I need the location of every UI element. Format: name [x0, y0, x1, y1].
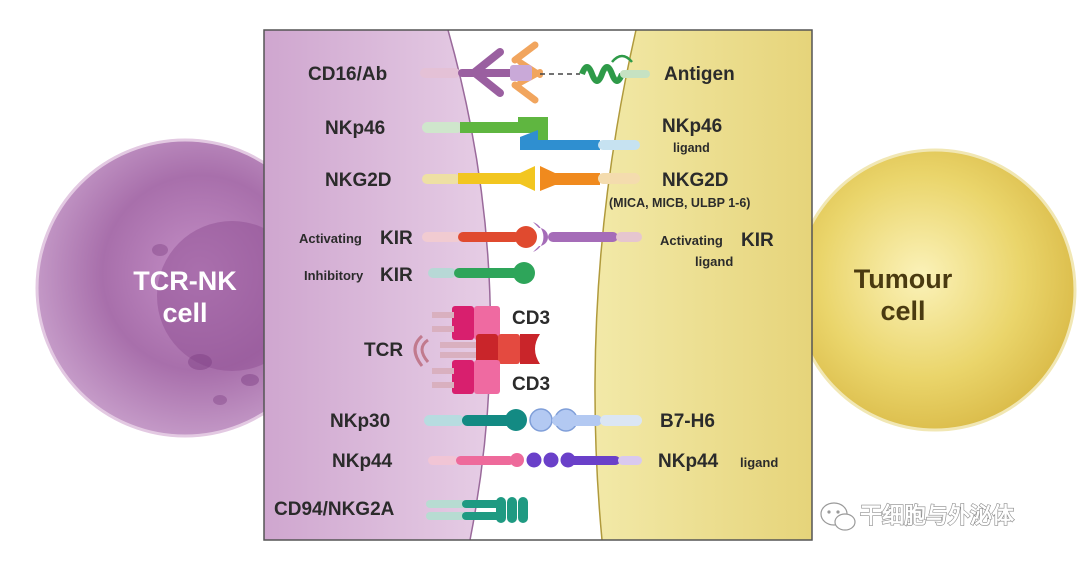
tcr-label: TCR — [364, 340, 403, 361]
nkp30-b7h6-pair — [424, 408, 642, 432]
cd16-label: CD16/Ab — [308, 64, 387, 85]
activating-kir-pair — [422, 222, 642, 252]
nkp44-ligand-sub: ligand — [740, 455, 778, 470]
synapse-panel — [263, 29, 813, 541]
nkg2d-label: NKG2D — [325, 170, 392, 191]
nkp46-ligand-sub: ligand — [673, 141, 710, 155]
tumour-cell: Tumour cell — [793, 148, 1077, 432]
watermark-text: 干细胞与外泌体 — [860, 503, 1015, 529]
nkp46-pair — [422, 117, 640, 150]
nkp30-label: NKp30 — [330, 411, 390, 432]
tcr-cd3-complex — [413, 306, 540, 394]
cd16-antibody-pair — [420, 41, 650, 104]
nkg2d-ligand-sub: (MICA, MICB, ULBP 1-6) — [609, 196, 750, 210]
inhibitory-kir-prefix: Inhibitory — [304, 268, 364, 283]
nkg2d-pair — [422, 166, 640, 191]
nkp46-ligand-label: NKp46 — [662, 116, 722, 137]
tumour-cell-label-line1: Tumour — [854, 264, 953, 294]
activating-kir-label: KIR — [380, 228, 413, 249]
nkg2d-ligand-label: NKG2D — [662, 170, 729, 191]
wechat-icon — [820, 502, 856, 531]
antigen-label: Antigen — [664, 64, 735, 85]
inhibitory-kir-label: KIR — [380, 265, 413, 286]
cd94-nkg2a-label: CD94/NKG2A — [274, 499, 395, 520]
cd3-top-label: CD3 — [512, 308, 550, 329]
nkp44-pair — [428, 452, 642, 468]
activating-kir-ligand-sub: ligand — [695, 254, 733, 269]
nk-cell-label-line2: cell — [162, 298, 207, 328]
tumour-cell-label-line2: cell — [880, 296, 925, 326]
b7h6-label: B7-H6 — [660, 411, 715, 432]
activating-kir-ligand-prefix: Activating — [660, 233, 723, 248]
cd3-bottom-label: CD3 — [512, 374, 550, 395]
nk-cell-label-line1: TCR-NK — [133, 266, 237, 296]
watermark: 干细胞与外泌体 — [820, 502, 1016, 531]
nkp44-label: NKp44 — [332, 451, 393, 472]
nkp44-ligand-label: NKp44 — [658, 451, 719, 472]
cd94-nkg2a — [426, 497, 528, 523]
activating-kir-ligand-label: KIR — [741, 230, 774, 251]
nkp46-label: NKp46 — [325, 118, 385, 139]
activating-kir-prefix: Activating — [299, 231, 362, 246]
inhibitory-kir — [428, 262, 535, 284]
